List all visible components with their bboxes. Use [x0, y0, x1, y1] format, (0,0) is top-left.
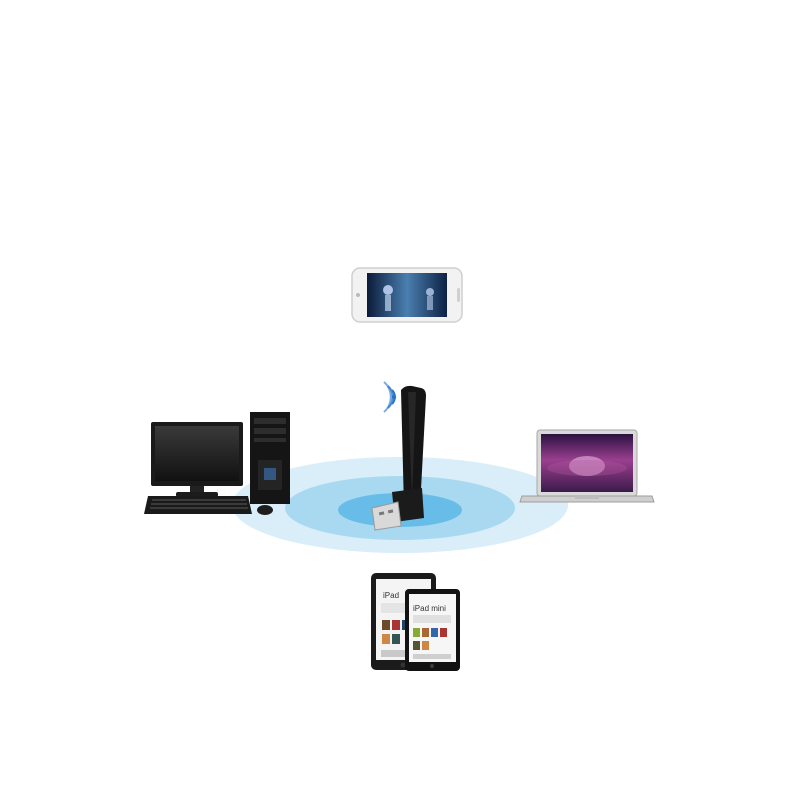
laptop-icon — [519, 429, 655, 503]
usb-wifi-adapter-icon — [371, 385, 426, 531]
desktop-computer-icon — [144, 412, 290, 515]
wifi-signal-icon — [383, 381, 397, 413]
ipad-mini-label: iPad mini — [413, 604, 446, 613]
tablet-icon: iPad iPad mini — [371, 573, 460, 671]
smartphone-icon — [351, 267, 463, 323]
ipad-label: iPad — [383, 591, 399, 600]
